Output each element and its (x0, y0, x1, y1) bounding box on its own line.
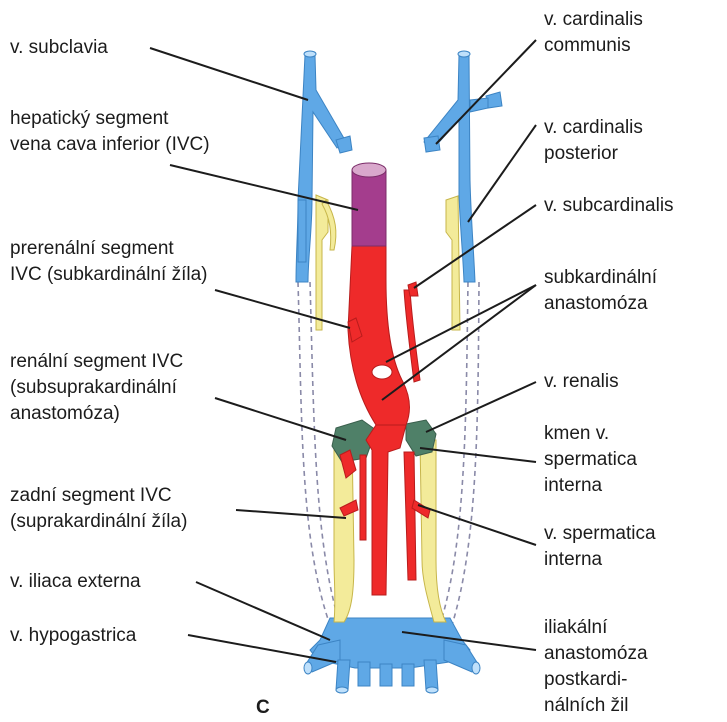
label-v-hypogastrica: v. hypogastrica (10, 624, 136, 647)
leader-posterior (236, 510, 346, 518)
label-prerenal-segment-line1: prerenální segment (10, 237, 174, 260)
leader-renalis (426, 382, 536, 432)
label-prerenal-segment-line2: IVC (subkardinální žíla) (10, 263, 207, 286)
ivc-opening-hole (372, 365, 392, 379)
label-hepatic-segment-line1: hepatický segment (10, 107, 168, 130)
label-spermatica-line2: interna (544, 548, 602, 571)
label-iliac-anastomosis-line4: nálních žil (544, 694, 629, 717)
label-spermatica-line1: v. spermatica (544, 522, 656, 545)
label-kmen-line1: kmen v. (544, 422, 609, 445)
leader-hepatic (170, 165, 358, 210)
leader-renal (215, 398, 346, 440)
label-kmen-line3: interna (544, 474, 602, 497)
figure-label-c: C (256, 696, 270, 719)
label-renal-segment-line3: anastomóza) (10, 402, 120, 425)
leader-subclavia (150, 48, 308, 100)
leader-kmen (420, 448, 536, 462)
leader-iliaca (196, 582, 330, 640)
label-renal-segment-line2: (subsuprakardinální (10, 376, 177, 399)
label-subcard-anastomosis-line2: anastomóza (544, 292, 648, 315)
leader-prerenal (215, 290, 350, 328)
leader-cardinalis-communis (436, 40, 536, 144)
label-cardinalis-communis-line2: communis (544, 34, 631, 57)
label-cardinalis-posterior-line2: posterior (544, 142, 618, 165)
label-kmen-line2: spermatica (544, 448, 637, 471)
label-v-subcardinalis: v. subcardinalis (544, 194, 674, 217)
label-iliac-anastomosis-line3: postkardi- (544, 668, 627, 691)
label-posterior-segment-line1: zadní segment IVC (10, 484, 172, 507)
label-iliac-anastomosis-line1: iliakální (544, 616, 607, 639)
label-renal-segment-line1: renální segment IVC (10, 350, 183, 373)
label-v-renalis: v. renalis (544, 370, 619, 393)
label-v-iliaca-externa: v. iliaca externa (10, 570, 141, 593)
label-v-subclavia: v. subclavia (10, 36, 108, 59)
leader-cardinalis-posterior (468, 125, 536, 222)
label-posterior-segment-line2: (suprakardinální žíla) (10, 510, 187, 533)
label-subcard-anastomosis-line1: subkardinální (544, 266, 657, 289)
label-hepatic-segment-line2: vena cava inferior (IVC) (10, 133, 210, 156)
hepatic-segment (352, 163, 386, 246)
label-iliac-anastomosis-line2: anastomóza (544, 642, 648, 665)
label-cardinalis-posterior-line1: v. cardinalis (544, 116, 643, 139)
label-cardinalis-communis-line1: v. cardinalis (544, 8, 643, 31)
